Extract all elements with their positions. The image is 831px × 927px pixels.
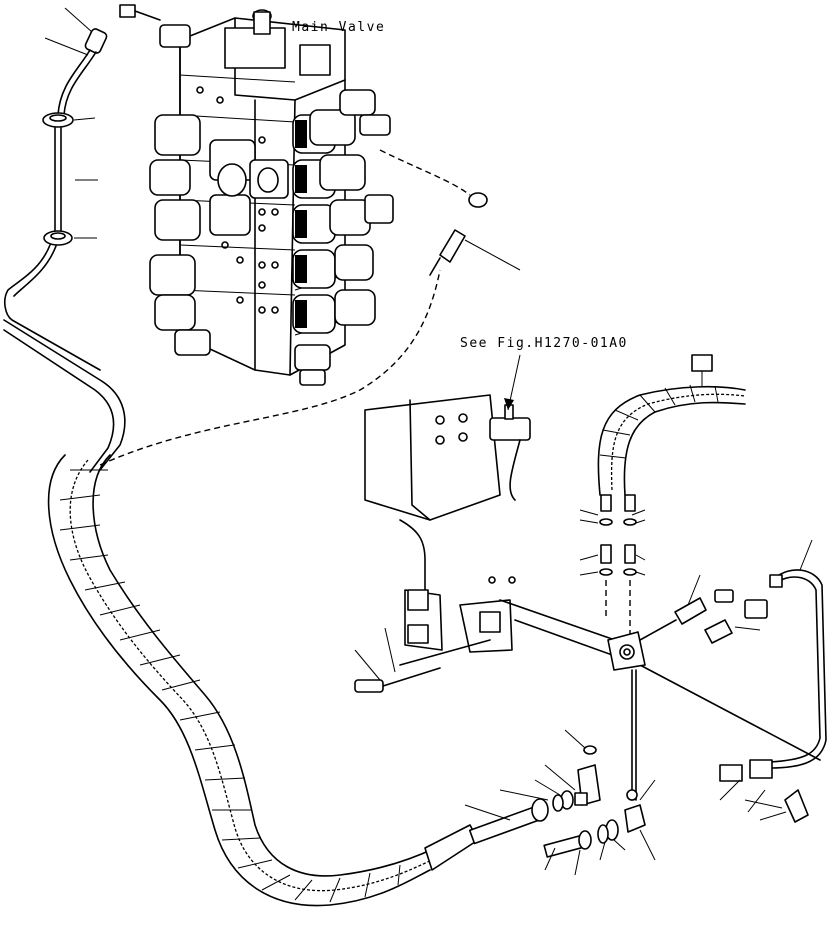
main-valve-label: Main Valve (292, 20, 385, 35)
left-leader-lines (44, 7, 98, 239)
lower-bracket (354, 576, 516, 693)
right-wire-loop (719, 539, 827, 823)
right-hose-pair (597, 354, 746, 640)
left-coiled-hose (3, 319, 549, 907)
frame-line (499, 599, 821, 761)
valve-sensor (429, 192, 521, 276)
bracket-assembly (364, 394, 531, 601)
pressure-switch-2 (704, 599, 768, 644)
pressure-switch-1 (639, 574, 734, 641)
left-sensor-line (3, 28, 108, 371)
lower-leader-lines (464, 729, 656, 876)
see-fig-label: See Fig.H1270-01A0 (460, 336, 628, 351)
right-hose-leaders (579, 509, 646, 576)
see-fig-arrow (504, 398, 514, 410)
main-valve-assembly (119, 4, 394, 386)
manifold-block (607, 631, 646, 801)
lower-fittings (543, 745, 646, 858)
dashed-route-2 (379, 149, 471, 196)
